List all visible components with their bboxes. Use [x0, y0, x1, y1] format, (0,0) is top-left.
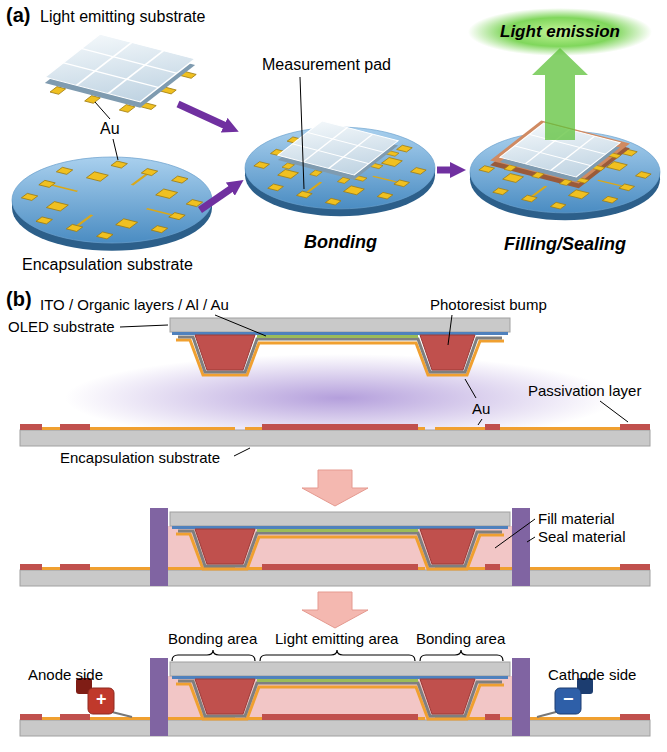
leader-line	[120, 325, 168, 327]
emission-arrow	[532, 48, 588, 140]
leader-line	[527, 537, 535, 542]
side-label: Anode side	[28, 666, 103, 683]
part-label: Photoresist bump	[430, 296, 547, 313]
part-label: Seal material	[538, 528, 626, 545]
cross-section-b	[170, 662, 510, 719]
process-step-a	[1, 152, 222, 250]
cathode-probe	[537, 712, 556, 717]
cross-section-b	[20, 564, 650, 586]
panel-tag: (a)	[6, 4, 30, 27]
area-brace	[420, 650, 503, 661]
cross-section-b	[170, 318, 510, 375]
step-label: Filling/Sealing	[504, 234, 626, 255]
step-label: Bonding	[304, 232, 377, 253]
part-label: Au	[100, 120, 120, 138]
anode-probe	[88, 688, 114, 714]
part-label: Au	[472, 400, 490, 417]
area-brace	[172, 650, 503, 661]
seal-material	[512, 658, 530, 736]
cross-section-b	[20, 424, 650, 446]
process-step-a	[45, 34, 196, 116]
cathode-probe	[537, 678, 593, 717]
area-label: Bonding area	[168, 630, 257, 647]
leader-line	[234, 448, 250, 456]
seal-material	[512, 508, 530, 586]
panel-tag: (b)	[6, 288, 32, 311]
part-label: Encapsulation substrate	[22, 256, 193, 274]
part-label: Encapsulation substrate	[60, 449, 220, 466]
cross-section-b	[170, 512, 510, 569]
polarity-sign: +	[96, 689, 107, 710]
leader-line	[120, 315, 628, 548]
cross-section-b	[20, 315, 650, 736]
process-step-a	[1, 8, 667, 251]
process-arrow	[178, 104, 452, 210]
part-label: OLED substrate	[8, 318, 115, 335]
process-arrow	[437, 167, 452, 174]
leader-line	[113, 139, 118, 160]
anode-probe	[76, 678, 132, 717]
leader-line	[95, 102, 110, 119]
leader-line	[448, 315, 452, 345]
seal-material	[150, 508, 168, 586]
leader-line	[215, 315, 266, 336]
step-arrow	[302, 592, 368, 628]
seal-material	[150, 658, 168, 736]
cross-section-b	[20, 714, 650, 736]
part-label: Light emitting substrate	[40, 8, 205, 26]
part-label: Fill material	[538, 510, 615, 527]
process-arrow	[178, 104, 226, 126]
part-label: Measurement pad	[262, 56, 391, 74]
leader-line	[465, 379, 476, 398]
leader-line	[478, 419, 482, 425]
area-label: Light emitting area	[275, 630, 398, 647]
area-brace	[260, 650, 415, 661]
step-arrow	[302, 470, 368, 506]
part-label: Passivation layer	[528, 382, 641, 399]
anode-probe	[112, 712, 132, 717]
leader-line	[300, 77, 304, 189]
leader-line	[495, 519, 535, 548]
process-arrow	[200, 188, 232, 210]
process-step-a	[278, 121, 399, 187]
leader-line	[95, 77, 304, 189]
layer-label: ITO / Organic layers / Al / Au	[40, 296, 229, 313]
area-brace	[172, 650, 255, 661]
polarity-sign: −	[563, 689, 574, 710]
cathode-probe	[555, 688, 581, 714]
leader-line	[600, 401, 628, 422]
emission-label: Light emission	[500, 22, 620, 42]
area-label: Bonding area	[416, 630, 505, 647]
side-label: Cathode side	[548, 666, 636, 683]
